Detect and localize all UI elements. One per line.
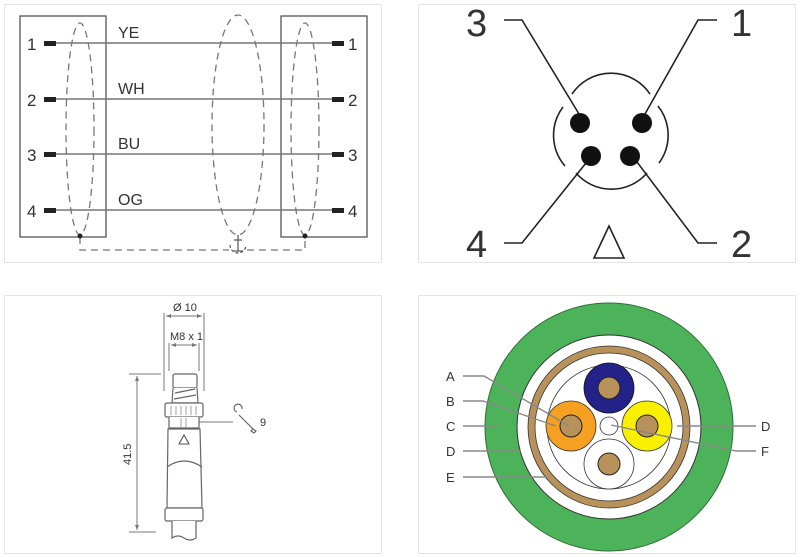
left-pin-1: 1 bbox=[27, 35, 36, 54]
wrench-icon bbox=[233, 403, 257, 434]
pinout-diagram: 3 1 4 2 bbox=[466, 5, 752, 264]
left-pin-4: 4 bbox=[27, 202, 36, 221]
label-c: C bbox=[446, 419, 455, 434]
connector-dimension-drawing: Ø 10 M8 x 1 9 41.5 bbox=[122, 302, 266, 541]
label-b: B bbox=[446, 394, 455, 409]
wire-color-og: OG bbox=[118, 192, 143, 209]
pinout-label-3: 3 bbox=[466, 5, 487, 45]
pinout-label-1: 1 bbox=[731, 5, 752, 45]
pinout-panel: 3 1 4 2 bbox=[418, 4, 796, 264]
dimension-drawing-panel: Ø 10 M8 x 1 9 41.5 bbox=[4, 295, 382, 554]
wire-color-ye: YE bbox=[118, 25, 139, 42]
right-pin-4: 4 bbox=[348, 202, 357, 221]
label-e: E bbox=[446, 470, 455, 485]
label-d-left: D bbox=[446, 444, 455, 459]
pinout-label-2: 2 bbox=[731, 224, 752, 264]
wrench-size-label: 9 bbox=[260, 417, 266, 429]
right-pin-3: 3 bbox=[348, 146, 357, 165]
wiring-diagram: 1 2 3 4 1 2 3 4 YE WH BU OG bbox=[19, 14, 368, 254]
left-pin-2: 2 bbox=[27, 91, 36, 110]
wire-color-wh: WH bbox=[118, 81, 145, 98]
length-label: 41.5 bbox=[122, 444, 134, 465]
right-pin-1: 1 bbox=[348, 35, 357, 54]
cable-cross-section: A B C D E D F bbox=[446, 302, 770, 552]
label-f: F bbox=[761, 444, 769, 459]
pinout-label-4: 4 bbox=[466, 224, 487, 264]
outer-diameter-label: Ø 10 bbox=[173, 302, 197, 314]
left-pin-3: 3 bbox=[27, 146, 36, 165]
cable-cross-section-panel: A B C D E D F bbox=[418, 295, 796, 554]
wire-color-bu: BU bbox=[118, 136, 140, 153]
label-a: A bbox=[446, 369, 455, 384]
wiring-diagram-panel: 1 2 3 4 1 2 3 4 YE WH BU OG bbox=[4, 4, 382, 263]
right-pin-2: 2 bbox=[348, 91, 357, 110]
thread-label: M8 x 1 bbox=[170, 331, 203, 343]
label-d-right: D bbox=[761, 419, 770, 434]
